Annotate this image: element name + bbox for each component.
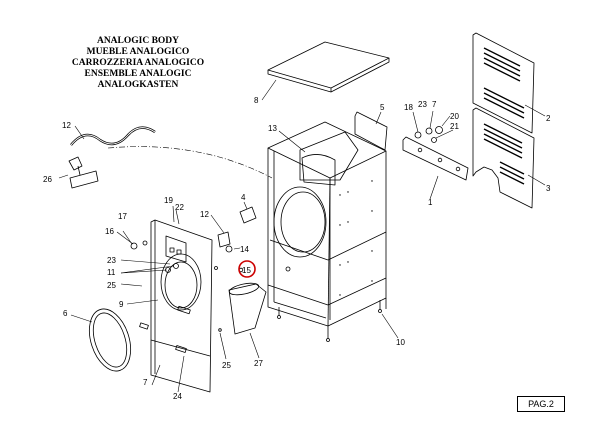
callout-7-small: 7 <box>432 100 437 109</box>
title-line-es: MUEBLE ANALOGICO <box>86 47 190 57</box>
callout-5: 5 <box>380 103 385 112</box>
callout-26: 26 <box>43 175 52 184</box>
callout-7: 7 <box>143 378 148 387</box>
front-door-part <box>139 219 222 393</box>
callout-25-bottom: 25 <box>222 361 231 370</box>
callout-11: 11 <box>107 268 116 277</box>
title-line-it: CARROZZERIA ANALOGICO <box>71 58 205 68</box>
callout-12-left: 12 <box>62 121 71 130</box>
diagram-title: ANALOGIC BODY MUEBLE ANALOGICO CARROZZER… <box>58 36 218 91</box>
callout-17: 17 <box>118 212 127 221</box>
page-number-box: PAG.2 <box>517 396 565 412</box>
callout-8: 8 <box>254 96 259 105</box>
callout-13: 13 <box>268 124 277 133</box>
callout-20: 20 <box>450 112 459 121</box>
callout-24: 24 <box>173 392 182 401</box>
callout-4: 4 <box>241 193 246 202</box>
title-line-fr: ENSEMBLE ANALOGIC <box>84 69 192 79</box>
rear-vented-panel-part <box>472 32 535 134</box>
callout-1: 1 <box>428 198 433 207</box>
callout-22: 22 <box>175 203 184 212</box>
callout-23-right: 23 <box>418 100 427 109</box>
grommet-part <box>225 245 233 253</box>
connector-part <box>217 231 231 248</box>
callout-12-mid: 12 <box>200 210 209 219</box>
bracket-part <box>354 111 388 151</box>
callout-6: 6 <box>63 309 68 318</box>
title-line-de: ANALOGKASTEN <box>97 80 179 90</box>
gasket-ring-part <box>89 308 131 372</box>
cabinet-body-part <box>267 121 387 342</box>
callout-15-highlight-ring <box>238 260 256 278</box>
callout-14: 14 <box>240 245 249 254</box>
callout-labels: 8 2 3 5 18 23 7 20 21 1 13 4 12 26 12 14… <box>43 96 551 401</box>
screw-set-part <box>414 126 443 143</box>
waste-bin-part <box>228 282 267 335</box>
callout-9: 9 <box>119 300 124 309</box>
callout-18: 18 <box>404 103 413 112</box>
cable-part <box>70 126 156 146</box>
cover-plate-part <box>239 206 257 224</box>
callout-2: 2 <box>546 114 551 123</box>
callout-16: 16 <box>105 227 114 236</box>
rear-lower-panel-part <box>472 107 535 209</box>
callout-27: 27 <box>254 359 263 368</box>
callout-10: 10 <box>396 338 405 347</box>
callout-leaders <box>58 79 546 393</box>
callout-15: 15 <box>242 266 251 275</box>
callout-25-left: 25 <box>107 281 116 290</box>
top-panel-part <box>267 41 390 93</box>
title-line-en: ANALOGIC BODY <box>96 36 180 46</box>
callout-21: 21 <box>450 122 459 131</box>
hinge-plate-part <box>402 136 469 181</box>
callout-3: 3 <box>546 184 551 193</box>
cable-clamp-part <box>68 156 99 189</box>
callout-19: 19 <box>164 196 173 205</box>
callout-23-left: 23 <box>107 256 116 265</box>
